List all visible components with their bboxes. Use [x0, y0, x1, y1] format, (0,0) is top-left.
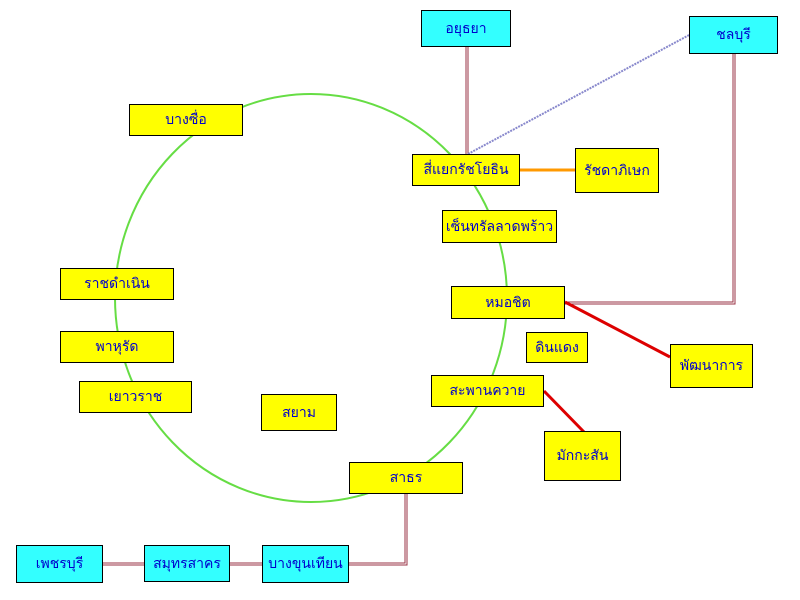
- station-phetchaburi[interactable]: เพชรบุรี: [16, 545, 103, 583]
- station-yaowarat[interactable]: เยาวราช: [79, 381, 192, 413]
- red-line-makkasan: [542, 389, 586, 434]
- station-phahurat[interactable]: พาหุรัด: [60, 331, 174, 363]
- station-samut-sakhon[interactable]: สมุทรสาคร: [144, 545, 230, 582]
- station-central-ladprao[interactable]: เซ็นทรัลลาดพร้าว: [442, 210, 557, 243]
- station-ratchadaphisek[interactable]: รัชดาภิเษก: [575, 148, 659, 193]
- north-line: [465, 47, 469, 156]
- airport-link-line: [467, 33, 692, 155]
- station-ratchadamnoen[interactable]: ราชดำเนิน: [60, 268, 174, 300]
- station-makkasan[interactable]: มักกะสัน: [544, 431, 621, 481]
- station-bang-sue[interactable]: บางซื่อ: [129, 104, 243, 136]
- station-chonburi[interactable]: ชลบุรี: [689, 16, 778, 54]
- east-line: [563, 54, 736, 305]
- station-din-daeng[interactable]: ดินแดง: [526, 332, 588, 363]
- red-line-pattanakarn: [564, 300, 671, 359]
- station-bang-khun-thian[interactable]: บางขุนเทียน: [262, 545, 349, 583]
- station-pattanakarn[interactable]: พัฒนาการ: [670, 344, 753, 388]
- station-siam[interactable]: สยาม: [261, 394, 337, 431]
- station-sathorn[interactable]: สาธร: [349, 462, 463, 494]
- station-saphan-khwai[interactable]: สะพานควาย: [431, 375, 544, 407]
- station-mo-chit[interactable]: หมอชิต: [451, 286, 565, 319]
- station-ratchada-intersection[interactable]: สี่แยกรัชโยธิน: [412, 154, 520, 186]
- west-line: [103, 494, 408, 566]
- station-ayutthaya[interactable]: อยุธยา: [421, 10, 511, 47]
